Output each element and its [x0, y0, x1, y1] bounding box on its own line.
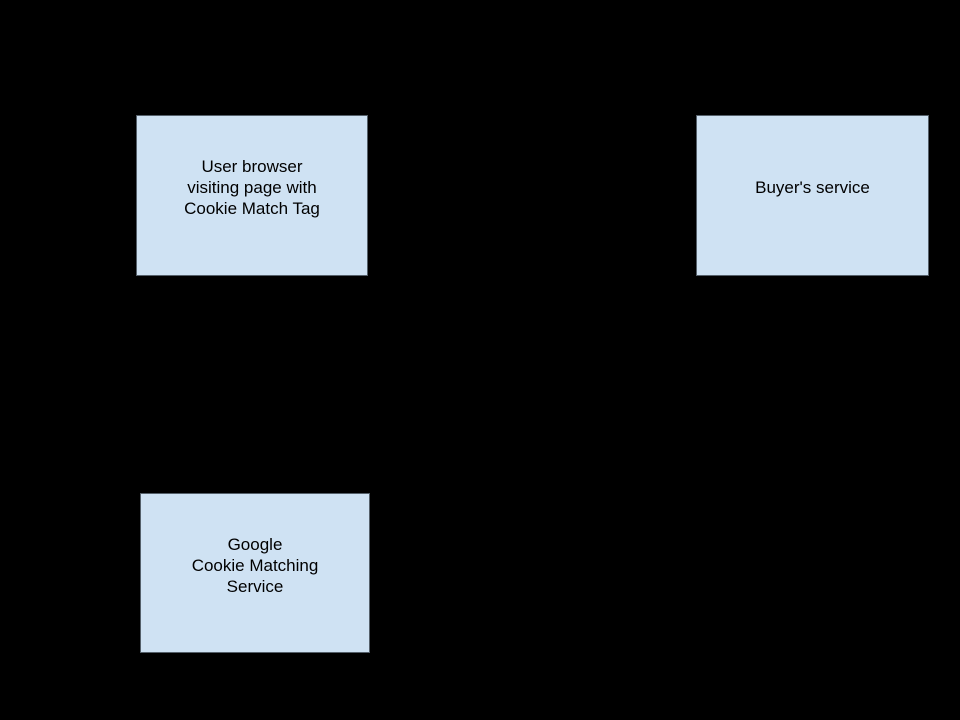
node-user-browser-label: User browser visiting page with Cookie M…: [184, 157, 320, 218]
node-google-cookie-matching-service-label: Google Cookie Matching Service: [191, 534, 319, 596]
node-google-cookie-matching-service: Google Cookie Matching Service: [140, 493, 370, 653]
node-buyers-service: Buyer's service: [696, 115, 929, 276]
node-buyers-service-label: Buyer's service: [755, 178, 870, 197]
node-user-browser: User browser visiting page with Cookie M…: [136, 115, 368, 276]
